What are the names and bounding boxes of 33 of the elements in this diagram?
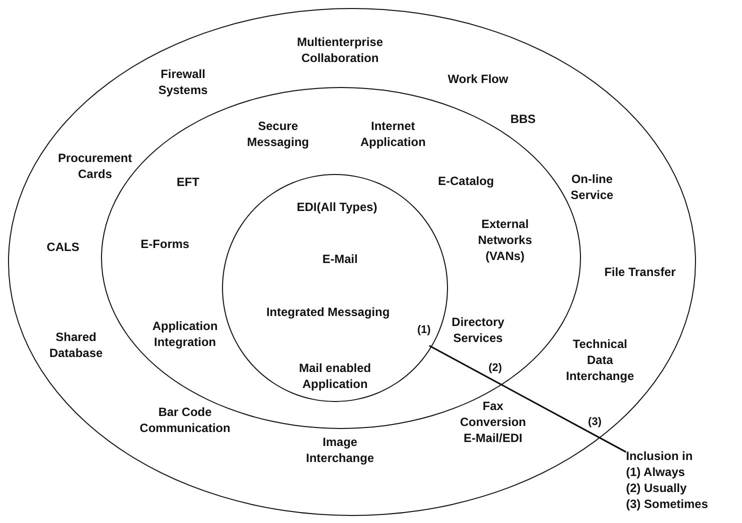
region-label: On-line Service xyxy=(570,171,614,203)
region-label: Shared Database xyxy=(48,329,104,361)
region-label: CALS xyxy=(46,239,80,255)
region-label: File Transfer xyxy=(604,264,676,280)
legend-entry: (2) Usually xyxy=(626,480,688,496)
region-label: External Networks (VANs) xyxy=(476,216,534,264)
region-label: Directory Services xyxy=(450,314,506,346)
region-label: Mail enabled Application xyxy=(298,360,372,392)
region-label: EDI(All Types) xyxy=(296,199,378,215)
legend-entry: (3) Sometimes xyxy=(626,496,710,512)
legend-entry: (1) Always xyxy=(626,464,686,480)
region-label: E-Forms xyxy=(140,236,190,252)
region-label: Fax Conversion E-Mail/EDI xyxy=(458,398,527,446)
region-label: Firewall Systems xyxy=(157,66,209,98)
region-label: Technical Data Interchange xyxy=(564,336,635,384)
leader-line xyxy=(428,345,626,453)
region-label: Multienterprise Collaboration xyxy=(296,34,384,66)
region-label: Integrated Messaging xyxy=(266,304,390,320)
region-label: Image Interchange xyxy=(304,434,375,466)
region-label: Secure Messaging xyxy=(246,118,310,150)
region-label: Work Flow xyxy=(448,71,508,87)
legend-heading: Inclusion in xyxy=(626,448,694,464)
region-label: Bar Code Communication xyxy=(138,404,232,436)
region-label: Procurement Cards xyxy=(56,150,134,182)
callout-number: (2) xyxy=(488,362,502,374)
region-label: Internet Application xyxy=(359,118,427,150)
region-label: Application Integration xyxy=(151,318,219,350)
region-label: E-Catalog xyxy=(438,173,494,189)
region-label: E-Mail xyxy=(322,251,358,267)
callout-number: (1) xyxy=(417,324,431,336)
callout-number: (3) xyxy=(588,416,602,428)
region-label: BBS xyxy=(510,111,536,127)
region-label: EFT xyxy=(176,174,200,190)
